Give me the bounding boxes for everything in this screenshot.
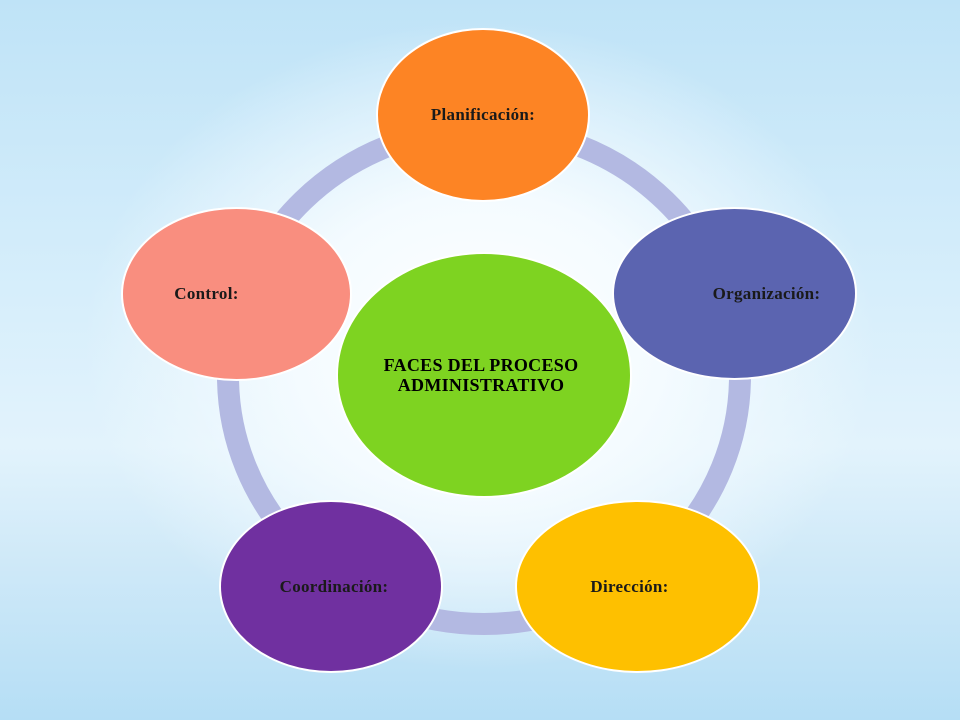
phase-node-planificacion: Planificación:	[376, 28, 590, 202]
phase-label-organizacion: Organización:	[712, 283, 821, 303]
phase-node-control: Control:	[121, 207, 352, 381]
phase-label-planificacion: Planificación:	[430, 105, 536, 124]
phase-label-direccion: Dirección:	[590, 576, 669, 596]
center-node-label: FACES DEL PROCESO ADMINISTRATIVO	[383, 355, 579, 395]
phase-label-control: Control:	[174, 284, 239, 303]
phase-node-coordinacion: Coordinación:	[219, 500, 443, 673]
phase-node-direccion: Dirección:	[515, 500, 760, 673]
phase-node-organizacion: Organización:	[612, 207, 857, 380]
phase-label-coordinacion: Coordinación:	[279, 576, 389, 596]
center-node: FACES DEL PROCESO ADMINISTRATIVO	[336, 252, 632, 498]
